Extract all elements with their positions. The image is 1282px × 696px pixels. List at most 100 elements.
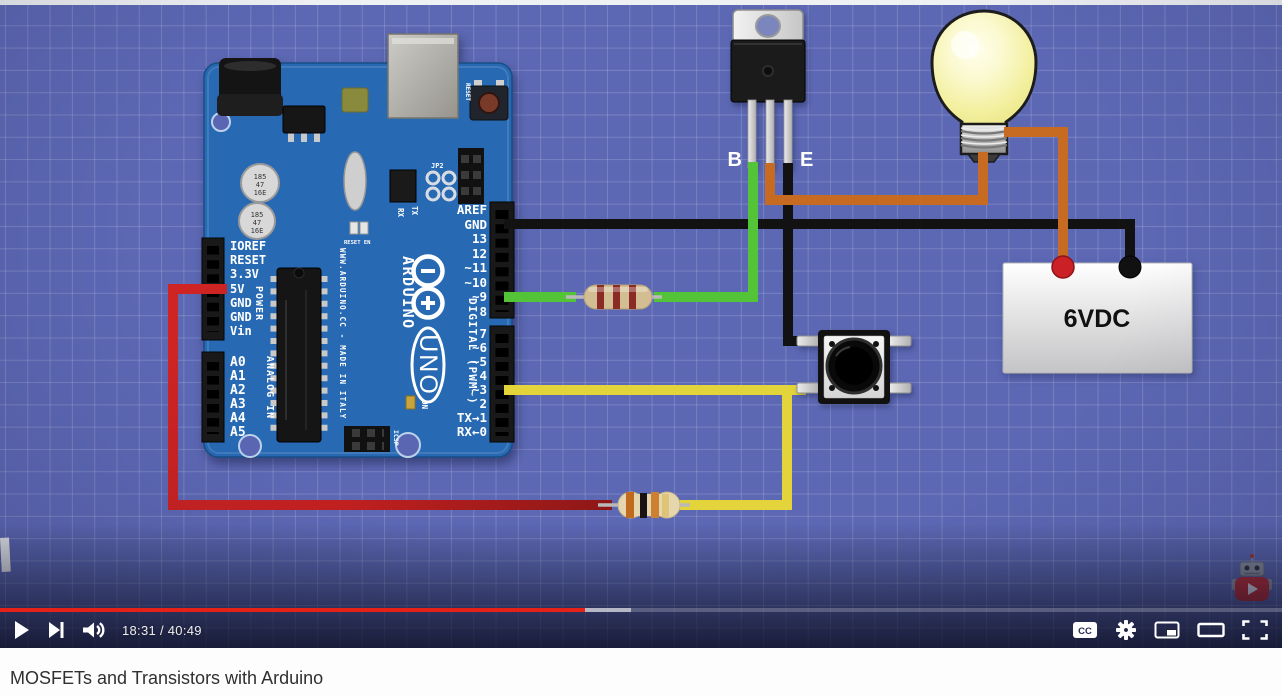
svg-text:13: 13: [472, 231, 487, 246]
svg-text:3.3V: 3.3V: [230, 267, 259, 281]
fullscreen-button[interactable]: [1242, 612, 1268, 648]
settings-button[interactable]: [1115, 612, 1137, 648]
power-section-label: POWER: [253, 286, 264, 321]
psu-negative-terminal: [1118, 255, 1142, 279]
fullscreen-icon: [1242, 620, 1268, 640]
reset-en-pads: RESET EN: [344, 221, 371, 246]
svg-text:RESET: RESET: [230, 253, 266, 267]
icsp2-header: [458, 148, 484, 204]
svg-text:A1: A1: [230, 369, 246, 384]
crystal-oscillator: [343, 151, 367, 211]
jp2-label: JP2: [431, 162, 444, 170]
resistor-button: [598, 491, 690, 519]
wire-collector-orange: [765, 152, 988, 205]
background-paper-edge: [0, 537, 11, 572]
svg-text:47: 47: [256, 181, 264, 189]
svg-text:A3: A3: [230, 397, 246, 412]
svg-text:A4: A4: [230, 411, 246, 426]
usb-connector: [387, 33, 459, 119]
wire-pin3-yellow: [504, 385, 806, 510]
next-button[interactable]: [48, 612, 64, 648]
svg-text:Vin: Vin: [230, 324, 252, 338]
svg-text:A0: A0: [230, 355, 246, 370]
svg-text:AREF: AREF: [457, 202, 487, 217]
svg-text:16E: 16E: [251, 227, 264, 235]
svg-text:8: 8: [479, 304, 487, 319]
tx-label: TX: [410, 206, 419, 216]
digital-pin-labels: AREF GND 13 12 ~11 ~10 ~9 8 7 ~6 ~5 4 ~3…: [457, 202, 487, 439]
model-text: UNO: [414, 334, 442, 396]
transistor-legs: [747, 99, 793, 169]
time-display: 18:31 / 40:49: [122, 622, 202, 638]
progress-played: [0, 608, 585, 612]
svg-text:A5: A5: [230, 425, 246, 440]
analog-pin-labels: A0 A1 A2 A3 A4 A5: [230, 355, 246, 440]
svg-text:5V: 5V: [230, 282, 244, 296]
svg-text:185: 185: [251, 211, 264, 219]
miniplayer-button[interactable]: [1154, 612, 1180, 648]
svg-text:RX←0: RX←0: [457, 424, 487, 439]
svg-text:CC: CC: [1078, 626, 1092, 637]
player-controls: 18:31 / 40:49 CC: [0, 612, 1282, 648]
svg-text:7: 7: [479, 326, 487, 341]
miniplayer-icon: [1154, 621, 1180, 639]
wire-gnd-black: [504, 219, 1135, 261]
volume-button[interactable]: [82, 612, 106, 648]
power-pin-labels: IOREF RESET 3.3V 5V GND GND Vin: [230, 239, 266, 338]
icsp-label: ICSP: [392, 430, 400, 446]
arduino-logo: ARDUINO UNO: [399, 254, 446, 404]
video-player: RESET 185 47 16E 185: [0, 0, 1282, 648]
svg-text:~5: ~5: [472, 354, 487, 369]
reset-button-component: RESET: [464, 80, 509, 121]
power-analog-pin-headers: [201, 237, 225, 443]
resettable-fuse: [341, 87, 369, 113]
svg-text:47: 47: [253, 219, 261, 227]
push-button: [796, 330, 912, 404]
transistor-emitter-label: E: [800, 149, 813, 171]
wire-emitter-black: [783, 163, 814, 346]
cc-icon: CC: [1073, 622, 1097, 638]
capacitor: 185 47 16E: [238, 202, 276, 240]
icsp1-header: ICSP: [344, 426, 400, 452]
psu-label: 6VDC: [1064, 305, 1131, 333]
resistor-base: [566, 284, 662, 310]
subtitles-button[interactable]: CC: [1072, 612, 1098, 648]
channel-watermark[interactable]: [1232, 554, 1272, 601]
jp2-pads: JP2: [425, 162, 457, 202]
right-controls: CC: [1072, 612, 1268, 648]
svg-text:4: 4: [479, 368, 487, 383]
volume-icon: [83, 622, 105, 638]
svg-text:GND: GND: [230, 296, 252, 310]
arduino-board: RESET 185 47 16E 185: [201, 33, 515, 458]
svg-text:185: 185: [254, 173, 267, 181]
microcontroller-chip: [270, 267, 328, 443]
reset-en-label: RESET EN: [344, 240, 371, 246]
svg-text:A2: A2: [230, 383, 246, 398]
theater-icon: [1197, 622, 1225, 638]
wire-bulb-orange: [1004, 127, 1068, 261]
svg-text:IOREF: IOREF: [230, 239, 266, 253]
mounting-hole: [238, 434, 262, 458]
psu-positive-terminal: [1051, 255, 1075, 279]
svg-text:~3: ~3: [472, 382, 487, 397]
power-supply: [1002, 262, 1193, 374]
rx-label: RX: [396, 208, 405, 218]
theater-mode-button[interactable]: [1197, 612, 1225, 648]
progress-bar[interactable]: [0, 608, 1282, 612]
video-title: MOSFETs and Transistors with Arduino: [10, 668, 324, 688]
capacitor: 185 47 16E: [240, 163, 280, 203]
play-button[interactable]: [14, 612, 30, 648]
usb-interface-chip: [389, 169, 417, 203]
wire-5v-red: [168, 284, 612, 510]
digital-section-label: DIGITAL (PWM~): [466, 298, 479, 405]
transistor-base-label: B: [728, 149, 742, 171]
svg-text:~6: ~6: [472, 340, 487, 355]
power-led: ON: [405, 395, 429, 410]
transistor-tab-hole: [755, 14, 781, 38]
svg-text:TX→1: TX→1: [457, 410, 487, 425]
video-top-edge: [0, 0, 1282, 5]
svg-text:12: 12: [472, 246, 487, 261]
transistor: [730, 9, 806, 169]
video-content-circuit[interactable]: RESET 185 47 16E 185: [0, 0, 1282, 648]
